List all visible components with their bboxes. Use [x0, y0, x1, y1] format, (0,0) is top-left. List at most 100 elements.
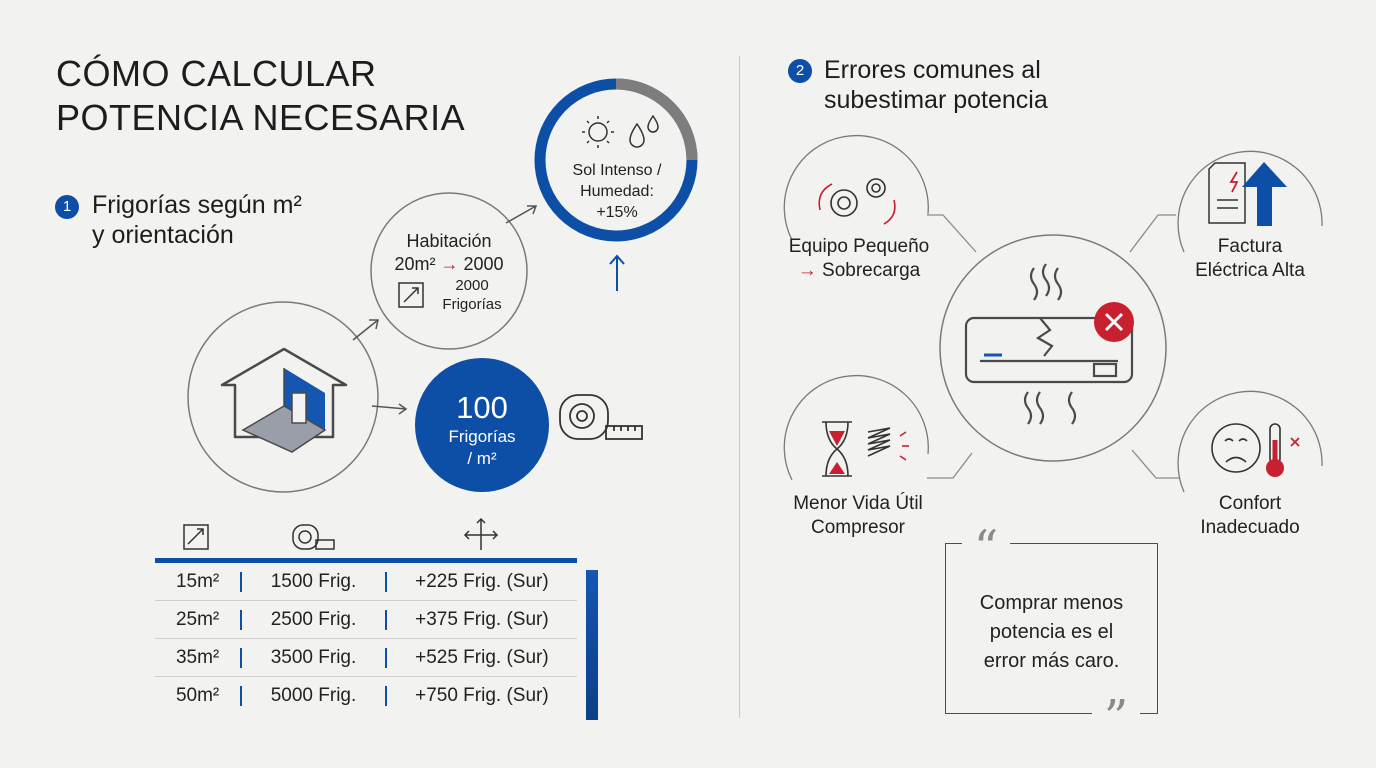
- cell-separator: [240, 571, 243, 592]
- habitacion-line-2: 20m² → 2000: [375, 253, 523, 276]
- cell-extra: +225 Frig. (Sur): [415, 570, 549, 592]
- hourglass-sand-bottom: [829, 462, 845, 474]
- sol-line-3: +15%: [596, 204, 638, 221]
- arrow-to-sol: [505, 205, 538, 224]
- page-title: CÓMO CALCULAR POTENCIA NECESARIA: [56, 52, 465, 140]
- section-1-heading: Frigorías según m² y orientación: [92, 190, 302, 250]
- ratio-text: 100 Frigorías / m²: [420, 390, 544, 470]
- quote-box: [945, 543, 1158, 714]
- habitacion-area: 20m²: [394, 254, 436, 274]
- error-bill-label: Factura Eléctrica Alta: [1170, 235, 1330, 283]
- error-small-text: Sobrecarga: [822, 260, 921, 281]
- area-icon: [398, 282, 424, 308]
- quote-line-3: error más caro.: [983, 650, 1120, 672]
- hourglass-sand-top: [829, 431, 845, 446]
- cell-separator: [240, 686, 243, 706]
- cell-extra: +375 Frig. (Sur): [415, 608, 549, 630]
- title-line-1: CÓMO CALCULAR: [56, 53, 377, 94]
- ratio-circle: [415, 358, 549, 492]
- error-life-circle: [783, 374, 929, 481]
- error-life-line-2: Compresor: [811, 517, 905, 538]
- table-side-bar: [586, 570, 598, 720]
- spark-marks: [899, 431, 909, 461]
- cell-separator: [384, 571, 387, 592]
- arrow-to-ratio: [371, 403, 408, 415]
- gears-icon: [830, 178, 886, 217]
- table-row: 25m² 2500 Frig. +375 Frig. (Sur): [155, 601, 577, 639]
- hourglass-icon: [822, 421, 852, 477]
- sad-face-icon: [1211, 423, 1261, 473]
- spring-icon: [867, 427, 891, 457]
- section-1-heading-line-2: y orientación: [92, 221, 234, 249]
- cell-separator: [240, 609, 243, 630]
- cell-area: 50m²: [175, 685, 220, 706]
- tape-measure-icon: [559, 394, 643, 440]
- cell-area: 15m²: [175, 570, 220, 592]
- center-circle: [939, 234, 1167, 462]
- col-area-icon: [183, 524, 209, 550]
- table-row: 35m² 3500 Frig. +525 Frig. (Sur): [155, 639, 577, 677]
- error-bill-line-2: Eléctrica Alta: [1195, 260, 1305, 281]
- section-2-heading-line-2: subestimar potencia: [824, 86, 1048, 114]
- section-1-badge: 1: [55, 195, 79, 219]
- habitacion-frigorias: 2000: [463, 254, 504, 274]
- cell-separator: [384, 609, 387, 630]
- bolt-icon: [1229, 171, 1239, 193]
- cell-area: 35m²: [175, 646, 220, 668]
- quote-text: Comprar menos potencia es el error más c…: [950, 589, 1153, 676]
- close-quote-icon: ”: [1092, 694, 1140, 742]
- habitacion-line-4: Frigorías: [442, 296, 502, 313]
- quote-line-1: Comprar menos: [979, 592, 1124, 614]
- error-bill-circle: [1177, 150, 1323, 253]
- error-comfort-circle: [1177, 390, 1323, 493]
- sol-text: Sol Intenso / Humedad: +15%: [548, 160, 686, 223]
- habitacion-line-3: 2000: [455, 277, 489, 294]
- error-small-line-1: Equipo Pequeño: [788, 236, 930, 257]
- errors-diagram: [783, 134, 1323, 493]
- table-row: 50m² 5000 Frig. +750 Frig. (Sur): [155, 677, 577, 715]
- sol-line-1: Sol Intenso /: [572, 162, 662, 179]
- error-x-mark: [1104, 312, 1124, 332]
- sol-line-2: Humedad:: [580, 183, 654, 200]
- error-small-circle: [783, 134, 929, 241]
- ratio-value: 100: [456, 390, 508, 425]
- table-row: 15m² 1500 Frig. +225 Frig. (Sur): [155, 563, 577, 601]
- invoice-icon: [1208, 162, 1246, 224]
- title-line-2: POTENCIA NECESARIA: [56, 97, 466, 138]
- error-comfort-line-1: Confort: [1218, 493, 1282, 514]
- error-small-label: Equipo Pequeño → Sobrecarga: [766, 235, 952, 283]
- quote-line-2: potencia es el: [989, 621, 1114, 643]
- error-life-label: Menor Vida Útil Compresor: [770, 492, 946, 540]
- habitacion-sub: 2000 Frigorías: [430, 276, 514, 314]
- ratio-unit-line-2: / m²: [467, 449, 497, 468]
- sun-icon: [582, 116, 614, 148]
- open-quote-icon: “: [962, 524, 1010, 572]
- center-divider: [739, 56, 740, 718]
- section-2-heading-line-1: Errores comunes al: [824, 56, 1041, 84]
- cell-frigorias: 2500 Frig.: [270, 608, 357, 630]
- connector-lines: [927, 214, 1180, 479]
- error-life-line-1: Menor Vida Útil: [793, 493, 923, 514]
- cell-area: 25m²: [175, 608, 220, 630]
- table-top-rule: [155, 558, 577, 563]
- orientation-diagram: [183, 78, 698, 550]
- cell-extra: +750 Frig. (Sur): [415, 685, 549, 706]
- red-arrow-icon: →: [797, 260, 823, 281]
- habitacion-circle: [370, 192, 528, 350]
- error-comfort-label: Confort Inadecuado: [1170, 492, 1330, 540]
- error-small-line-2: → Sobrecarga: [766, 259, 952, 283]
- broken-ac-icon: [964, 263, 1134, 425]
- section-2-badge: 2: [788, 59, 812, 83]
- habitacion-line-1: Habitación: [406, 231, 492, 251]
- col-orientation-icon: [463, 517, 499, 550]
- arrow-to-habitacion: [352, 319, 379, 341]
- section-2-heading: Errores comunes al subestimar potencia: [824, 55, 1048, 115]
- up-arrow: [609, 254, 625, 291]
- col-tape-icon: [292, 524, 335, 550]
- cell-frigorias: 3500 Frig.: [270, 646, 357, 668]
- cell-frigorias: 5000 Frig.: [270, 685, 357, 706]
- habitacion-text: Habitación 20m² → 2000: [375, 230, 523, 276]
- cell-separator: [384, 647, 387, 668]
- error-comfort-line-2: Inadecuado: [1200, 517, 1300, 538]
- frigorias-table: 15m² 1500 Frig. +225 Frig. (Sur) 25m² 25…: [155, 558, 577, 715]
